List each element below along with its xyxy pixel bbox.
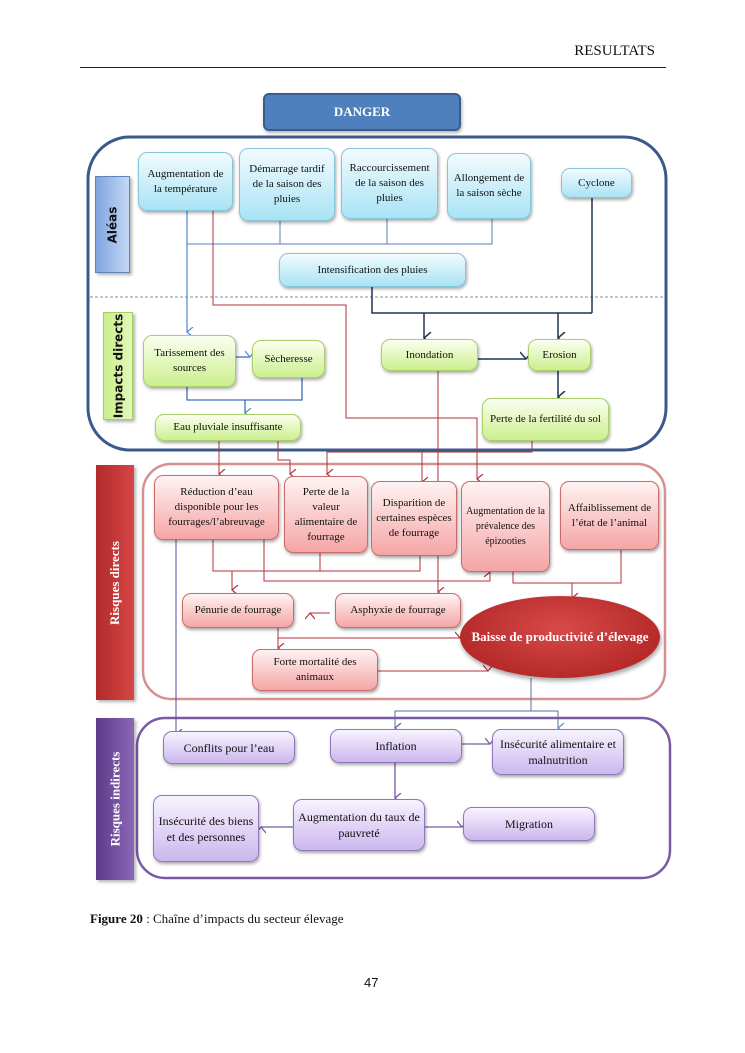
section-label-aleas: Aléas: [95, 176, 130, 273]
node-intensification-pluies: Intensification des pluies: [279, 253, 466, 287]
node-secheresse: Sècheresse: [252, 340, 325, 378]
node-insecurite-alimentaire: Insécurité alimentaire et malnutrition: [492, 729, 624, 775]
risques-directs-frame: [141, 462, 667, 701]
node-asphyxie-fourrage: Asphyxie de fourrage: [335, 593, 461, 628]
connector: [512, 550, 622, 584]
node-penurie-fourrage: Pénurie de fourrage: [182, 593, 294, 628]
node-disparition-especes: Disparition de certaines espèces de four…: [371, 481, 457, 556]
node-augmentation-pauvrete: Augmentation du taux de pauvreté: [293, 799, 425, 851]
node-reduction-eau: Réduction d’eau disponible pour les four…: [154, 475, 279, 540]
connector: [422, 441, 533, 482]
node-migration: Migration: [463, 807, 595, 841]
connector: [531, 710, 558, 728]
section-label-risques-directs: Risques directs: [96, 465, 134, 700]
page-number: 47: [364, 975, 379, 990]
node-baisse-productivite: Baisse de productivité d’élevage: [460, 596, 660, 678]
node-forte-mortalite: Forte mortalité des animaux: [252, 649, 378, 691]
node-augmentation-epizooties: Augmentation de la prévalence des épizoo…: [461, 481, 550, 572]
connector: [371, 287, 592, 314]
node-allongement: Allongement de la saison sèche: [447, 153, 531, 219]
node-eau-pluviale-insuffisante: Eau pluviale insuffisante: [155, 414, 301, 441]
risques-indirects-frame: [135, 716, 672, 880]
connector: [263, 540, 490, 582]
header-rule: [80, 67, 666, 68]
connector: [327, 451, 422, 474]
section-header-title: RESULTATS: [574, 43, 655, 59]
node-raccourcissement: Raccourcissement de la saison des pluies: [341, 148, 438, 219]
section-label-risques-indirects: Risques indirects: [96, 718, 134, 880]
node-affaiblissement-animal: Affaiblissement de l’état de l’animal: [560, 481, 659, 550]
connector: [187, 219, 493, 245]
connector: [277, 441, 290, 474]
node-perte-fertilite-sol: Perte de la fertilité du sol: [482, 398, 609, 441]
node-perte-valeur-alimentaire: Perte de la valeur alimentaire de fourra…: [284, 476, 368, 553]
connector: [212, 206, 477, 479]
node-cyclone: Cyclone: [561, 168, 632, 198]
node-tarissement-sources: Tarissement des sources: [143, 335, 236, 387]
node-augmentation-temperature: Augmentation de la température: [138, 152, 233, 211]
figure-caption-text: : Chaîne d’impacts du secteur élevage: [142, 911, 344, 926]
aleas-impacts-frame: [86, 135, 668, 452]
node-insecurite-biens: Insécurité des biens et des personnes: [153, 795, 259, 862]
node-erosion: Erosion: [528, 339, 591, 371]
danger-header-box: DANGER: [263, 93, 461, 131]
node-inondation: Inondation: [381, 339, 478, 371]
node-demarrage-tardif: Démarrage tardif de la saison des pluies: [239, 148, 335, 221]
figure-caption-label: Figure 20: [90, 911, 143, 926]
figure-caption: Figure 20 : Chaîne d’impacts du secteur …: [90, 911, 344, 927]
node-conflits-eau: Conflits pour l’eau: [163, 731, 295, 764]
section-label-impacts-directs: Impacts directs: [103, 312, 133, 420]
connector: [212, 540, 421, 572]
node-inflation: Inflation: [330, 729, 462, 763]
connector: [395, 678, 532, 728]
